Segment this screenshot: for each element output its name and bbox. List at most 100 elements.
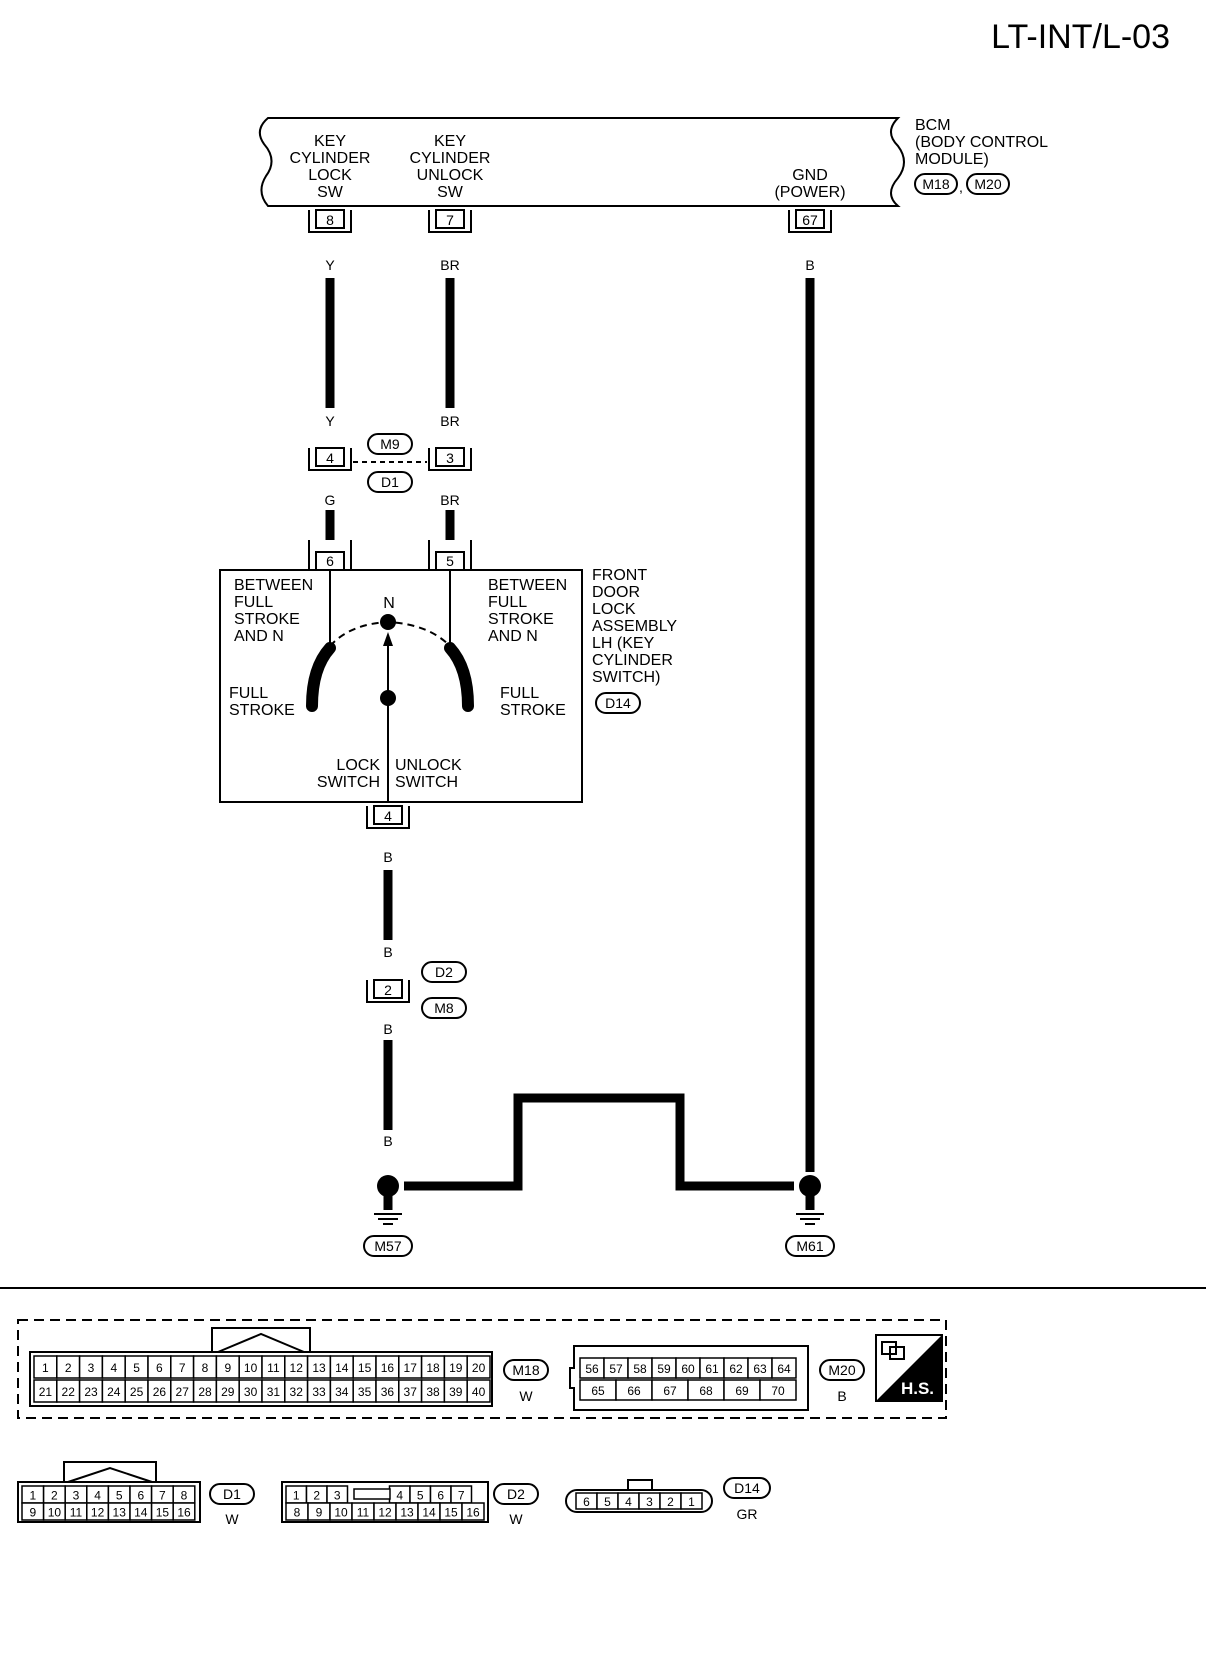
m18-cavity-29: 29 [221,1385,235,1399]
inline-pin-3: 3 [446,450,454,466]
d14-color: GR [737,1506,758,1522]
switch-left-label-2: FULL [234,594,273,611]
wire-color-sw-out2: B [383,1021,392,1037]
wire-color-sw-in2: B [383,944,392,960]
m18-cavity-14: 14 [335,1361,349,1375]
m18-cavity-15: 15 [358,1361,372,1375]
m18-cavity-26: 26 [153,1385,167,1399]
switch-unlock-label-1: UNLOCK [395,757,462,774]
bcm-pin-8: 8 [308,209,352,233]
m18-cavity-3: 3 [88,1361,95,1375]
m18-cavity-2: 2 [65,1361,72,1375]
inline2-pin-2: 2 [384,982,392,998]
m18-cavity-22: 22 [62,1385,76,1399]
d2-cavity-16: 16 [466,1506,480,1520]
switch-conn-d14: D14 [605,695,631,711]
wire-color-8-mid: Y [325,413,335,429]
switch-left-label-3: STROKE [234,611,300,628]
term8-label-1: KEY [314,133,346,150]
m18-color: W [519,1388,533,1404]
key-cylinder-switch: 6 5 N BETWEEN FULL STROKE AND N BETWEEN … [219,540,677,829]
d14-cavity-1: 1 [688,1495,695,1509]
d2-cavity-4: 4 [396,1489,403,1503]
inline-connector-m9-d1: 4 3 M9 D1 [308,433,472,493]
d1-cavity-15: 15 [156,1506,170,1520]
d1-cavity-6: 6 [137,1489,144,1503]
term8-label-3: LOCK [308,167,352,184]
ground-m57: M57 [363,1175,413,1257]
bcm-module: BCM (BODY CONTROL MODULE) M18 , M20 KEY … [258,117,1048,233]
m20-cavity-66: 66 [627,1384,641,1398]
m20-cavity-59: 59 [657,1362,671,1376]
switch-title-5: LH (KEY [592,635,655,652]
m20-cavity-68: 68 [699,1384,713,1398]
m18-cavity-36: 36 [381,1385,395,1399]
m20-cavity-61: 61 [705,1362,719,1376]
term7-label-4: SW [437,184,464,201]
d2-cavity-5: 5 [417,1489,424,1503]
d1-cavity-2: 2 [51,1489,58,1503]
m18-cavity-12: 12 [290,1361,304,1375]
d2-cavity-12: 12 [378,1506,392,1520]
svg-text:7: 7 [446,212,454,228]
m20-cavity-70: 70 [771,1384,785,1398]
m18-cavity-23: 23 [84,1385,98,1399]
d2-cavity-11: 11 [357,1506,370,1520]
m18-cavity-34: 34 [335,1385,349,1399]
d1-cavity-3: 3 [73,1489,80,1503]
m18-cavity-27: 27 [176,1385,190,1399]
switch-box [219,569,583,803]
m18-cavity-30: 30 [244,1385,258,1399]
d1-cavity-9: 9 [29,1506,36,1520]
wire-color-7-top: BR [440,257,459,273]
m18-cavity-10: 10 [244,1361,258,1375]
m18-cavity-13: 13 [312,1361,326,1375]
m20-cavity-62: 62 [729,1362,743,1376]
m18-cavity-20: 20 [472,1361,486,1375]
m18-cavity-31: 31 [267,1385,281,1399]
d1-name: D1 [223,1486,241,1502]
switch-pin-6: 6 [326,553,334,569]
d14-cavity-3: 3 [646,1495,653,1509]
m20-cavity-67: 67 [663,1384,677,1398]
m18-cavity-18: 18 [426,1361,440,1375]
svg-text:67: 67 [802,212,818,228]
d2-color: W [509,1511,523,1527]
switch-full-left-1: FULL [229,685,268,702]
m18-cavity-32: 32 [290,1385,304,1399]
wire-color-gnd-up: B [513,1133,522,1149]
wire-color-gnd1: B [383,1133,392,1149]
bcm-box [258,117,905,207]
switch-title-1: FRONT [592,567,647,584]
d14-cavity-5: 5 [604,1495,611,1509]
ground-m61-label: M61 [796,1238,823,1254]
d14-cavity-6: 6 [583,1495,590,1509]
term67-label-2: (POWER) [774,184,845,201]
m20-cavity-64: 64 [777,1362,791,1376]
switch-title-7: SWITCH) [592,669,660,686]
m20-cavity-69: 69 [735,1384,749,1398]
switch-pin-5: 5 [446,553,454,569]
m20-cavity-56: 56 [585,1362,599,1376]
d2-cavity-10: 10 [334,1506,348,1520]
switch-right-label-3: STROKE [488,611,554,628]
d1-cavity-1: 1 [29,1489,36,1503]
switch-left-label-1: BETWEEN [234,577,313,594]
d1-color: W [225,1511,239,1527]
switch-title-2: DOOR [592,584,640,601]
d2-cavity-13: 13 [400,1506,414,1520]
d1-cavity-11: 11 [70,1506,83,1520]
wire-color-gnd2: B [805,1133,814,1149]
ground-m57-label: M57 [374,1238,401,1254]
inline-pin-4: 4 [326,450,334,466]
switch-lock-label-2: SWITCH [317,774,380,791]
d14-name: D14 [734,1480,760,1496]
wire-color-7-mid: BR [440,413,459,429]
m18-cavity-35: 35 [358,1385,372,1399]
m18-name: M18 [512,1362,539,1378]
